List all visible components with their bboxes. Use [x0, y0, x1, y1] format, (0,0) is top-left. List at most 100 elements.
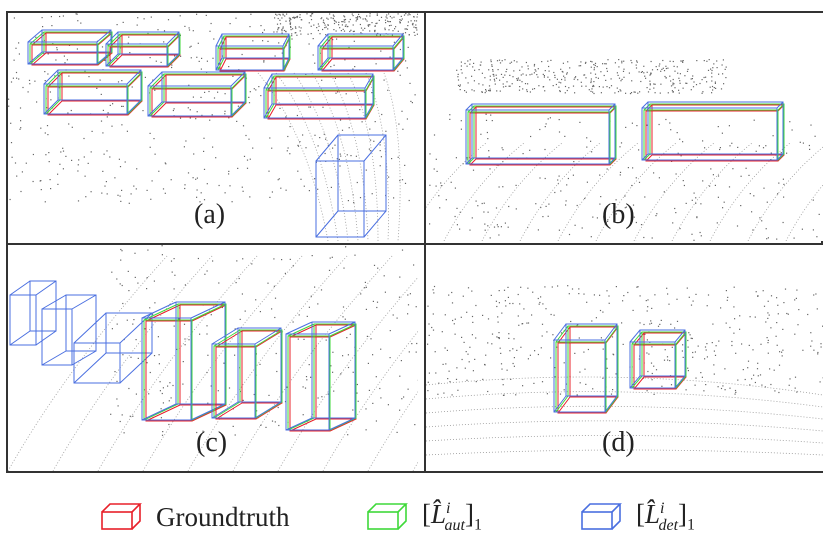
car-a2-det-box — [105, 31, 180, 67]
scan-line — [8, 254, 169, 471]
car-c5-aut-box — [213, 329, 283, 419]
car-c4-det-box — [141, 301, 226, 421]
car-a4-det-box — [317, 33, 404, 71]
panel-c: (c) — [8, 245, 418, 471]
car-c6-groundtruth-box — [289, 324, 357, 432]
scan-line — [785, 184, 823, 241]
car-b2-aut-box — [643, 103, 785, 161]
scan-line — [426, 405, 823, 420]
car-a8-det-box — [315, 134, 387, 238]
panel-c-label: (c) — [196, 427, 228, 458]
scan-line — [52, 254, 214, 471]
det-suffix: ] — [678, 499, 688, 530]
scan-line — [293, 72, 349, 241]
car-c6-aut-box — [287, 323, 357, 431]
car-c1-det-box — [9, 280, 57, 346]
scan-line — [365, 72, 389, 241]
legend-item-det: [L̂idet]1 — [580, 495, 695, 539]
panel-d: (d) — [426, 245, 823, 471]
car-a4-groundtruth-box — [321, 36, 405, 72]
scan-line — [426, 376, 823, 396]
panel-divider-horizontal — [8, 243, 821, 245]
panel-a-scene — [8, 13, 418, 241]
scan-line — [329, 72, 369, 241]
car-a6-det-box — [147, 71, 246, 117]
panel-divider-vertical — [424, 13, 426, 471]
legend-label-groundtruth: Groundtruth — [156, 501, 290, 532]
car-b1-aut-box — [467, 105, 617, 165]
green-box-icon — [367, 503, 408, 530]
aut-prefix: [ — [422, 499, 431, 530]
car-a7-aut-box — [265, 75, 375, 119]
car-a5-groundtruth-box — [47, 72, 143, 116]
car-a5-aut-box — [45, 71, 143, 115]
car-c2-det-box — [41, 294, 97, 366]
legend-item-groundtruth: Groundtruth — [100, 495, 289, 539]
scan-line — [412, 461, 418, 471]
scan-line — [277, 276, 418, 471]
legend-label-det: [L̂idet]1 — [636, 499, 695, 534]
panel-a-dense-points — [273, 13, 418, 36]
scan-line — [426, 391, 823, 408]
panel-b: (b) — [426, 13, 823, 241]
det-sup: i — [660, 500, 665, 518]
car-a1-aut-box — [29, 31, 113, 65]
det-sub: det — [658, 516, 679, 534]
car-a3-groundtruth-box — [219, 36, 291, 72]
car-a4-aut-box — [319, 35, 405, 71]
scan-line — [97, 254, 259, 471]
car-c5-groundtruth-box — [215, 330, 283, 420]
car-a1-groundtruth-box — [31, 32, 113, 66]
scan-line — [187, 254, 349, 471]
figure-grid: (a) (b) (c) (d) — [6, 11, 823, 473]
legend: Groundtruth [L̂iaut]1 [L̂idet]1 — [0, 495, 829, 545]
scan-line — [142, 254, 304, 471]
blue-box-icon — [581, 503, 622, 530]
panel-d-points — [427, 285, 823, 396]
aut-symbol: L̂ — [431, 499, 447, 530]
scan-line — [747, 146, 823, 241]
car-d2-aut-box — [631, 331, 687, 389]
aut-sub: aut — [444, 516, 465, 534]
aut-suffix-sub: 1 — [473, 516, 482, 534]
car-a3-aut-box — [217, 35, 291, 71]
car-b2-groundtruth-box — [645, 104, 785, 162]
scan-line — [671, 142, 753, 241]
car-b1-det-box — [465, 103, 616, 165]
panel-a-label: (a) — [194, 199, 226, 230]
car-c6-det-box — [285, 321, 356, 431]
legend-item-aut: [L̂iaut]1 — [366, 495, 482, 539]
scan-line — [311, 72, 359, 241]
car-a5-det-box — [43, 69, 142, 115]
car-c4-groundtruth-box — [145, 304, 227, 422]
panel-a: (a) — [8, 13, 418, 241]
car-b1-groundtruth-box — [469, 106, 617, 166]
car-a2-groundtruth-box — [109, 34, 181, 68]
car-a2-aut-box — [107, 33, 181, 67]
aut-sup: i — [446, 500, 451, 518]
car-c5-det-box — [211, 327, 282, 419]
det-suffix-sub: 1 — [687, 516, 696, 534]
scan-line — [232, 254, 394, 471]
det-symbol: L̂ — [645, 499, 661, 530]
car-d2-groundtruth-box — [633, 332, 687, 390]
det-prefix: [ — [636, 499, 645, 530]
car-d2-det-box — [629, 329, 686, 389]
car-a1-det-box — [27, 29, 112, 65]
red-box-icon — [101, 503, 142, 530]
car-d1-det-box — [553, 323, 618, 413]
car-a7-det-box — [263, 73, 374, 119]
car-a3-det-box — [215, 33, 290, 71]
panel-b-label: (b) — [602, 199, 635, 230]
panel-c-scene — [8, 245, 418, 471]
car-b2-det-box — [641, 101, 784, 161]
panel-b-scene — [426, 59, 823, 241]
aut-suffix: ] — [464, 499, 474, 530]
scan-line — [322, 330, 418, 471]
car-d1-aut-box — [555, 325, 619, 413]
scan-line — [275, 72, 339, 241]
scan-line — [367, 391, 418, 471]
panel-d-scene — [426, 285, 823, 456]
legend-label-aut: [L̂iaut]1 — [422, 499, 482, 534]
panel-b-points-far — [456, 59, 727, 95]
